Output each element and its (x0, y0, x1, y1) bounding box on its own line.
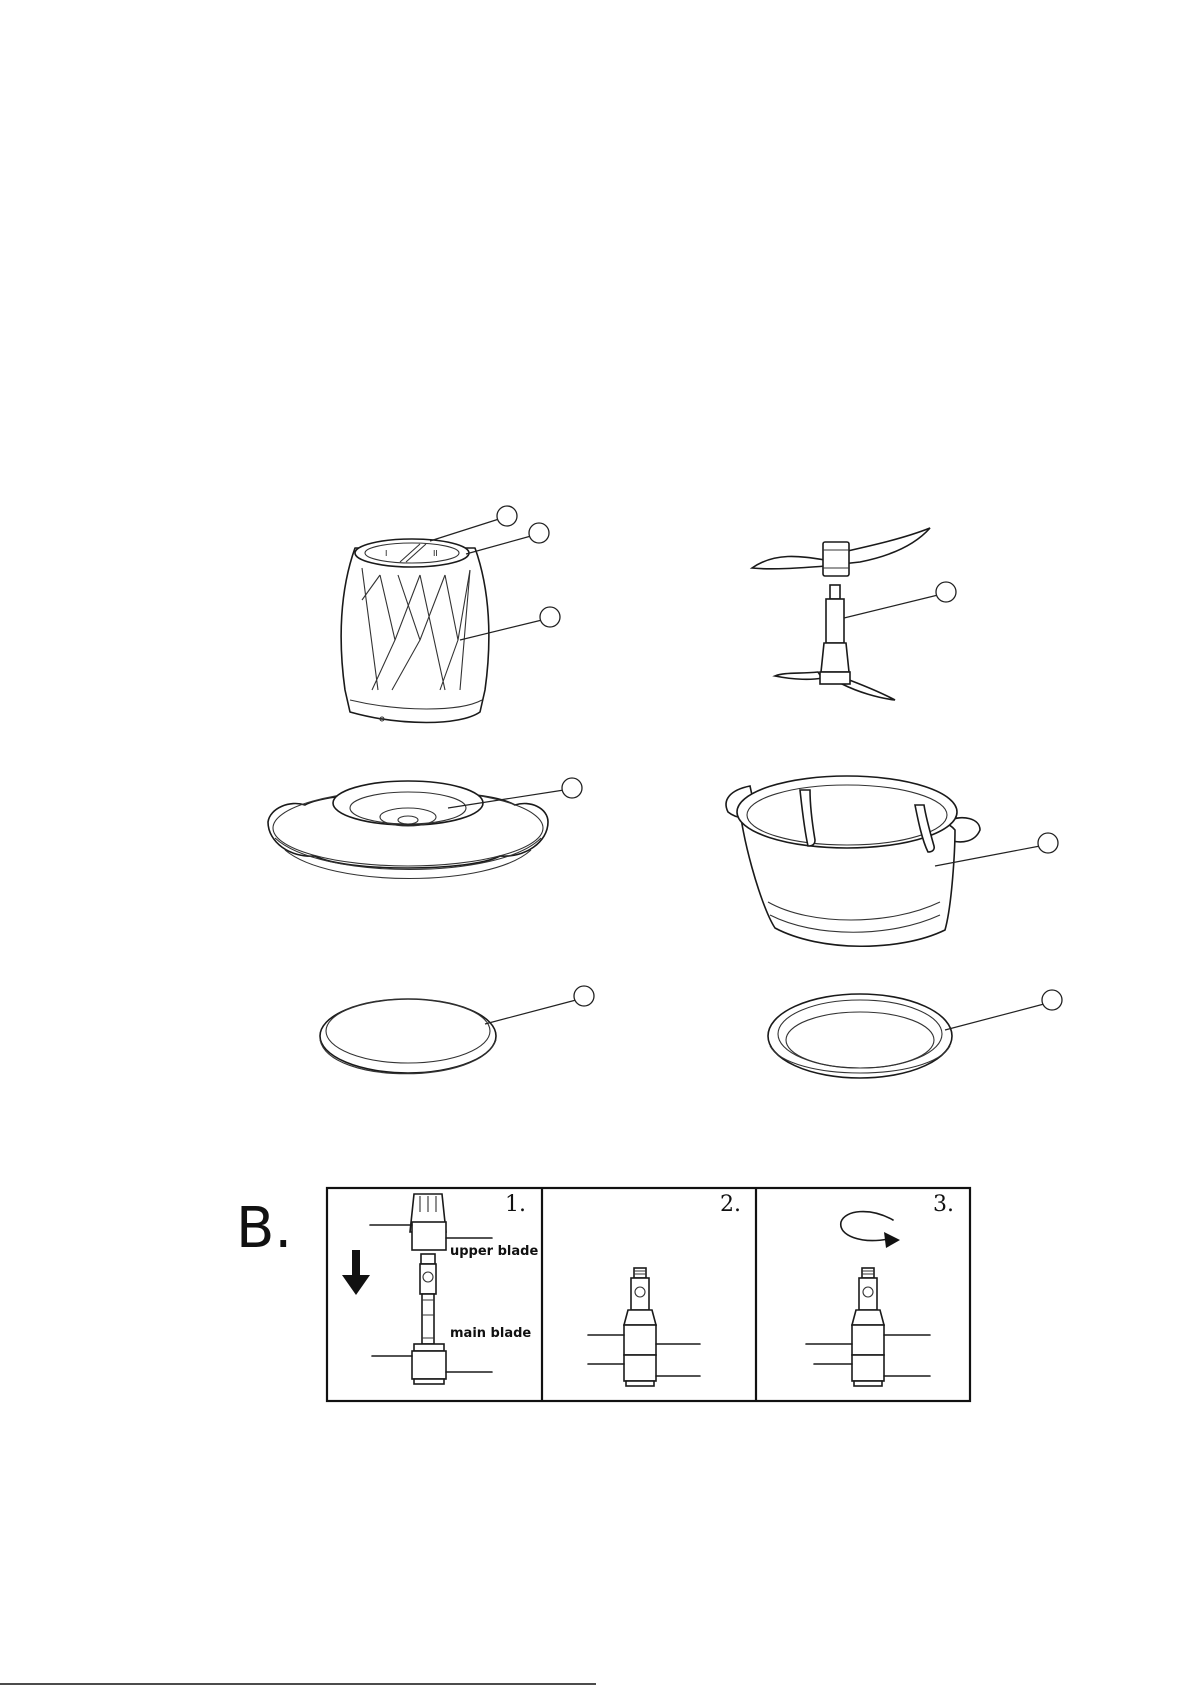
main-blade-label: main blade (450, 1326, 531, 1341)
lid (268, 781, 548, 879)
step-number-2: 2. (720, 1192, 741, 1217)
step-number-3: 3. (933, 1192, 954, 1217)
step-2-illustration (588, 1268, 700, 1386)
callout-markers-blade (844, 582, 956, 618)
motor-unit: I II (341, 539, 489, 723)
assembly-steps-panel: 1. 2. 3. upper blade main blade (327, 1188, 970, 1401)
callout-markers-ring (945, 990, 1062, 1030)
upper-blade-label: upper blade (450, 1244, 538, 1259)
step-1-illustration (342, 1194, 492, 1384)
blade-assembly (752, 528, 930, 700)
callout-marker (562, 778, 582, 798)
callout-marker (1042, 990, 1062, 1010)
non-slip-base-mat (320, 999, 496, 1074)
callout-markers-mat (485, 986, 594, 1024)
bowl (726, 776, 980, 946)
section-letter: B. (236, 1196, 292, 1261)
callout-marker (574, 986, 594, 1006)
callout-marker (936, 582, 956, 602)
callout-marker (497, 506, 517, 526)
callout-marker (1038, 833, 1058, 853)
callout-markers-motor (430, 506, 560, 640)
svg-text:II: II (433, 549, 438, 558)
step-number-1: 1. (505, 1192, 526, 1217)
step-3-illustration (806, 1212, 930, 1386)
anti-slip-ring (768, 994, 952, 1078)
callout-marker (529, 523, 549, 543)
svg-text:I: I (385, 549, 387, 558)
callout-marker (540, 607, 560, 627)
